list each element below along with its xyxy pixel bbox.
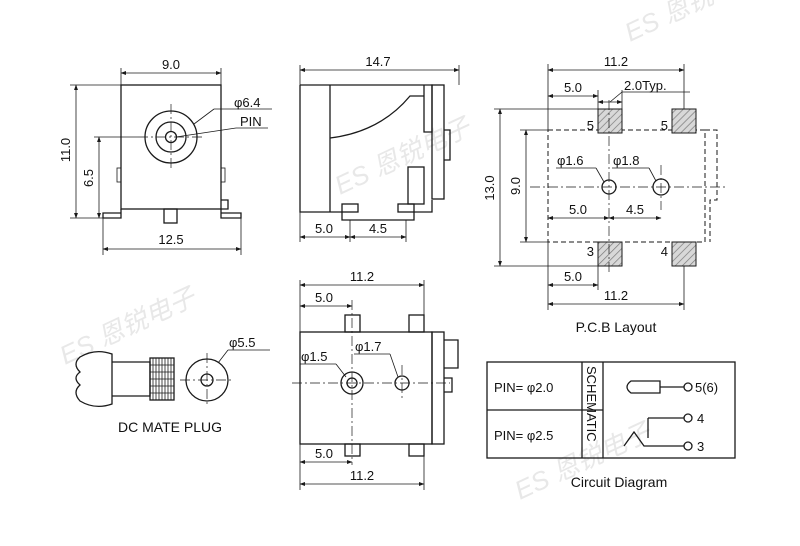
terminal-label: 3 — [697, 439, 704, 454]
side-view: 14.7 5.0 4.5 — [299, 54, 460, 242]
watermark: ES 恩锐电子 — [330, 111, 477, 201]
circuit-row2-label: PIN= φ2.5 — [494, 428, 553, 443]
circuit-diagram: PIN= φ2.0 PIN= φ2.5 SCHEMATIC 5(6) 4 3 C… — [486, 361, 736, 490]
dim-bottom-width-top: 11.2 — [350, 269, 374, 284]
side-rear-flange — [431, 84, 445, 200]
dim-front-center: 6.5 — [81, 169, 96, 187]
pcb-layout: 5 5 3 4 φ1.6 φ1.8 11.2 5.0 2.0Typ. 13.0 — [482, 54, 725, 335]
pcb-pad-label: 5 — [661, 118, 668, 133]
schematic-pin-symbol — [626, 380, 661, 394]
pcb-title: P.C.B Layout — [576, 319, 657, 335]
circuit-row1-label: PIN= φ2.0 — [494, 380, 553, 395]
bottom-hole-b-label: φ1.7 — [355, 339, 382, 354]
pcb-pad-4 — [671, 241, 697, 267]
plug-title: DC MATE PLUG — [118, 419, 222, 435]
dim-pcb-height: 13.0 — [482, 175, 497, 200]
pcb-pad-5-right — [671, 108, 697, 134]
pcb-pad-label: 4 — [661, 244, 668, 259]
terminal-label: 4 — [697, 411, 704, 426]
dim-front-width: 9.0 — [162, 57, 180, 72]
dim-pcb-bottom-a: 5.0 — [564, 269, 582, 284]
dim-bottom-bottom-a: 5.0 — [315, 446, 333, 461]
bottom-hole-a-label: φ1.5 — [301, 349, 328, 364]
dim-side-a: 5.0 — [315, 221, 333, 236]
pcb-pad-label: 5 — [587, 118, 594, 133]
dim-side-length: 14.7 — [365, 54, 390, 69]
dim-bottom-top-a: 5.0 — [315, 290, 333, 305]
dim-front-height: 11.0 — [58, 138, 73, 162]
pcb-hole-a-label: φ1.6 — [557, 153, 584, 168]
dim-pcb-inner-height: 9.0 — [508, 177, 523, 195]
dim-pcb-width-bottom: 11.2 — [604, 288, 628, 303]
pcb-pad-5-left — [597, 108, 623, 134]
circuit-schematic-label: SCHEMATIC — [584, 366, 599, 442]
pcb-pad-3 — [597, 241, 623, 267]
dim-pcb-mid-b: 4.5 — [626, 202, 644, 217]
label-front-outer-dia: φ6.4 — [234, 95, 261, 110]
bottom-view: φ1.5 φ1.7 11.2 5.0 5.0 11.2 — [292, 269, 459, 490]
dim-pcb-mid-a: 5.0 — [569, 202, 587, 217]
watermark: ES 恩锐电子 — [55, 281, 202, 371]
front-center-pin — [163, 208, 178, 224]
terminal-label: 5(6) — [695, 380, 718, 395]
dim-pcb-typ: 2.0Typ. — [624, 78, 667, 93]
dim-pcb-top-a: 5.0 — [564, 80, 582, 95]
side-body-outline — [299, 85, 433, 221]
dim-pcb-width-top: 11.2 — [604, 54, 628, 69]
front-left-foot — [102, 209, 122, 219]
label-front-pin: PIN — [240, 114, 262, 129]
pcb-hole-b-label: φ1.8 — [613, 153, 640, 168]
watermark: ES 恩锐电子 — [620, 0, 767, 47]
plug-dia-label: φ5.5 — [229, 335, 256, 350]
front-right-foot — [220, 199, 242, 219]
dc-mate-plug: φ5.5 DC MATE PLUG — [75, 335, 270, 435]
circuit-title: Circuit Diagram — [571, 474, 667, 490]
front-view: 9.0 φ6.4 PIN 11.0 6.5 12.5 — [58, 57, 272, 255]
plug-body — [75, 350, 113, 408]
dim-side-b: 4.5 — [369, 221, 387, 236]
dim-front-base: 12.5 — [158, 232, 183, 247]
dim-bottom-width-bottom: 11.2 — [350, 468, 374, 483]
pcb-pad-label: 3 — [587, 244, 594, 259]
pcb-outline — [547, 129, 706, 243]
